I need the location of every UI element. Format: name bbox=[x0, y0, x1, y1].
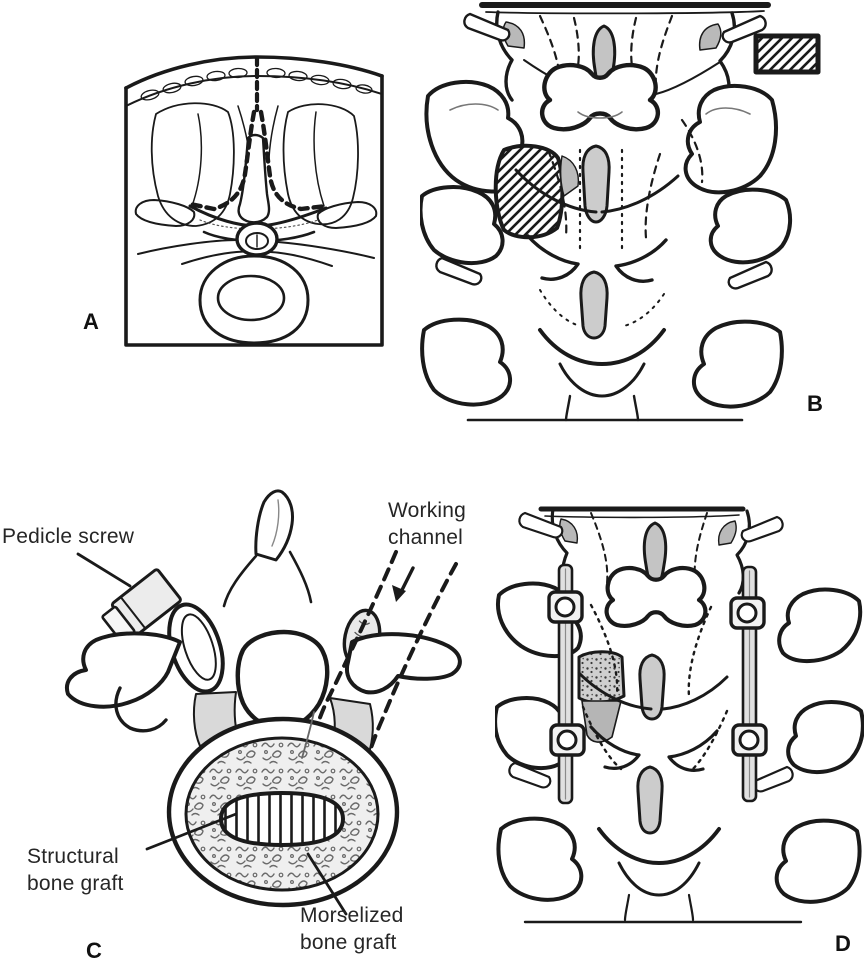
working-channel-label: Working channel bbox=[388, 499, 467, 550]
resection-area-hatched bbox=[493, 143, 565, 240]
panel-letter-a: A bbox=[83, 309, 99, 334]
panel-d-illustration bbox=[495, 506, 864, 924]
pedicle-screw-leader-line bbox=[76, 552, 132, 588]
panel-c-illustration bbox=[65, 489, 462, 916]
panel-b-illustration bbox=[420, 2, 821, 422]
panel-letter-c: C bbox=[86, 938, 102, 963]
structural-bone-graft-block bbox=[219, 791, 345, 847]
morselized-graft-leader-line bbox=[306, 852, 348, 916]
panel-a-illustration bbox=[124, 55, 384, 347]
skin-layer-lobules bbox=[140, 67, 373, 101]
panel-letter-d: D bbox=[835, 931, 851, 956]
vertebral-body-outline bbox=[198, 254, 310, 345]
graft-window-stippled bbox=[577, 650, 626, 704]
spinous-process-middle bbox=[581, 144, 611, 224]
spinal-canal-opening bbox=[235, 629, 330, 732]
resection-area-legend-swatch bbox=[753, 33, 821, 75]
structural-graft-leader-line bbox=[145, 812, 238, 851]
pedicle-screw-label: Pedicle screw bbox=[2, 525, 135, 548]
panel-letter-b: B bbox=[807, 391, 823, 416]
structural-bone-graft-label: Structural bone graft bbox=[27, 845, 124, 896]
spinous-process-lower bbox=[579, 270, 609, 340]
working-channel-arrow bbox=[392, 566, 415, 602]
pedicle-screw-heads bbox=[547, 590, 768, 757]
approach-corridor-dashed-lines bbox=[187, 109, 329, 212]
morselized-bone-graft-label: Morselized bone graft bbox=[300, 904, 404, 955]
lamina-butterfly-outline bbox=[540, 62, 660, 132]
